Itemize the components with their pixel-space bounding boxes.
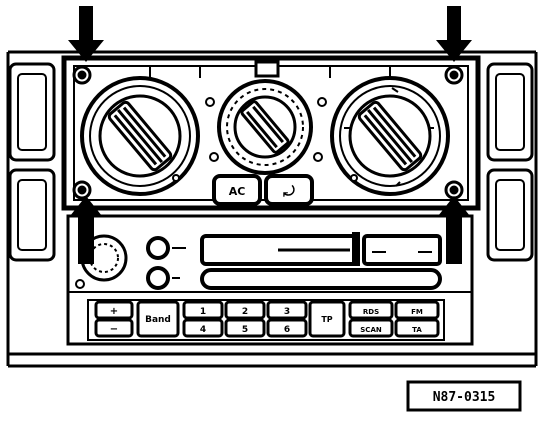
fan-speed-knob[interactable] [217,79,313,175]
ac-button-label: AC [229,185,246,198]
preset-button-2-label: 2 [242,307,248,317]
scan-button[interactable]: SCAN [348,318,394,338]
band-button[interactable]: Band [136,300,180,338]
screw-bottom-left [72,180,92,200]
preset-button-6-label: 6 [284,325,290,335]
panel-marker-dots [172,97,358,182]
arrow-top-right [436,6,472,62]
ta-button[interactable]: TA [394,318,440,338]
preset-button-4-label: 4 [200,325,206,335]
screw-bottom-right [444,180,464,200]
seek-down-button-label: − [110,324,118,335]
tuning-knob[interactable] [146,236,186,260]
screw-top-right [444,65,464,85]
arrow-bottom-right [438,196,470,264]
recirculation-button[interactable]: ⤾ [264,174,314,206]
screw-top-left [72,65,92,85]
preset-button-4[interactable]: 4 [182,318,224,338]
tp-button[interactable]: TP [308,300,346,338]
preset-button-6[interactable]: 6 [266,318,308,338]
preset-button-2[interactable]: 2 [224,300,266,320]
arrow-bottom-left [70,196,102,264]
left-vent [8,62,56,262]
seek-up-button[interactable]: + [94,300,134,320]
preset-button-1[interactable]: 1 [182,300,224,320]
fm-button[interactable]: FM [394,300,440,320]
figure-code-text: N87-0315 [433,390,496,405]
scan-button-label: SCAN [360,326,382,334]
preset-button-3-label: 3 [284,307,290,317]
cassette-slot[interactable] [200,268,442,290]
arrow-top-left [68,6,104,62]
temperature-knob[interactable] [80,76,200,196]
right-vent [486,62,534,262]
rds-button-label: RDS [363,308,379,316]
figure-code-label: N87-0315 [406,380,522,412]
preset-button-5[interactable]: 5 [224,318,266,338]
recirculation-button-label: ⤾ [283,184,295,200]
band-button-label: Band [145,315,171,325]
tone-knob[interactable] [146,266,180,290]
preset-button-3[interactable]: 3 [266,300,308,320]
ta-button-label: TA [412,326,422,334]
tp-button-label: TP [321,315,332,324]
air-distribution-knob[interactable] [330,76,450,196]
fm-button-label: FM [411,308,423,316]
preset-button-5-label: 5 [242,325,248,335]
seek-down-button[interactable]: − [94,318,134,338]
ac-button[interactable]: AC [212,174,262,206]
band-indicator-window [362,234,442,266]
rds-button[interactable]: RDS [348,300,394,320]
preset-button-1-label: 1 [200,307,206,317]
seek-up-button-label: + [110,306,118,317]
radio-display [200,232,360,266]
